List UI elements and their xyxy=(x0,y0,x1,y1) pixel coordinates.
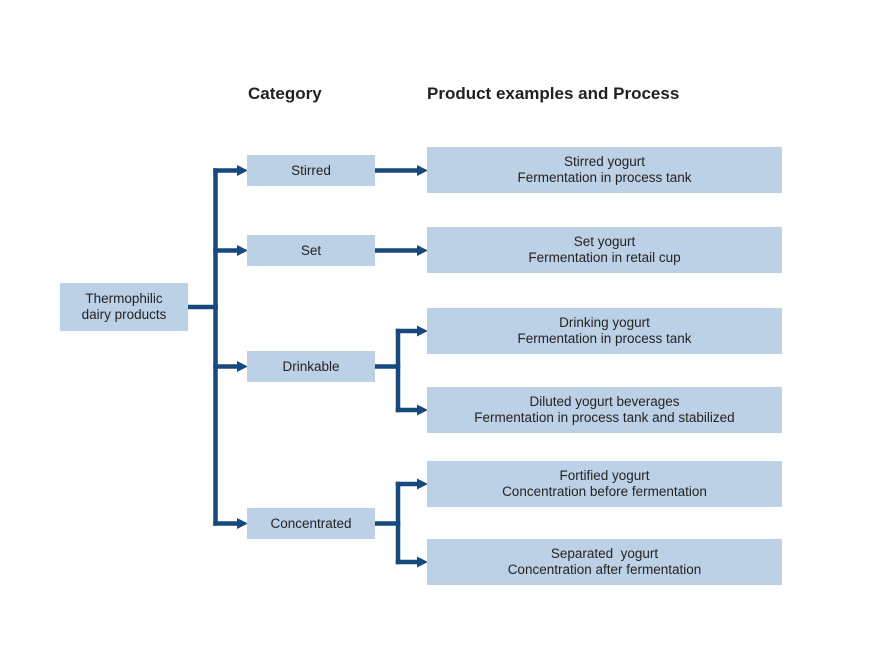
product-process: Fermentation in process tank xyxy=(517,331,692,346)
product-box-drinking-yogurt: Drinking yogurt Fermentation in process … xyxy=(427,308,782,354)
category-box-drinkable: Drinkable xyxy=(247,351,375,382)
root-box-label-line1: Thermophilic xyxy=(85,291,163,306)
product-box-stirred-yogurt: Stirred yogurt Fermentation in process t… xyxy=(427,147,782,193)
root-box-thermophilic-dairy-products: Thermophilic dairy products xyxy=(60,283,188,331)
category-box-concentrated: Concentrated xyxy=(247,508,375,539)
product-box-diluted-yogurt-beverages: Diluted yogurt beverages Fermentation in… xyxy=(427,387,782,433)
category-box-stirred: Stirred xyxy=(247,155,375,186)
category-label: Stirred xyxy=(291,162,331,178)
product-box-separated-yogurt: Separated yogurt Concentration after fer… xyxy=(427,539,782,585)
product-process: Fermentation in retail cup xyxy=(528,250,681,265)
product-process: Fermentation in process tank and stabili… xyxy=(474,410,735,425)
product-name: Set yogurt xyxy=(573,234,636,249)
category-label: Drinkable xyxy=(282,358,340,374)
product-name: Separated yogurt xyxy=(550,546,659,561)
category-box-set: Set xyxy=(247,235,375,266)
category-column-header: Category xyxy=(248,84,322,103)
product-box-set-yogurt: Set yogurt Fermentation in retail cup xyxy=(427,227,782,273)
root-box-label-line2: dairy products xyxy=(81,307,167,322)
product-process: Fermentation in process tank xyxy=(517,170,692,185)
product-examples-column-header: Product examples and Process xyxy=(427,84,680,103)
category-label: Concentrated xyxy=(270,515,352,531)
category-label: Set xyxy=(300,242,322,258)
product-process: Concentration after fermentation xyxy=(507,562,702,577)
product-box-fortified-yogurt: Fortified yogurt Concentration before fe… xyxy=(427,461,782,507)
product-process: Concentration before fermentation xyxy=(502,484,707,499)
product-name: Stirred yogurt xyxy=(563,154,646,169)
product-name: Drinking yogurt xyxy=(559,315,650,330)
product-name: Fortified yogurt xyxy=(559,468,650,483)
product-name: Diluted yogurt beverages xyxy=(529,394,680,409)
